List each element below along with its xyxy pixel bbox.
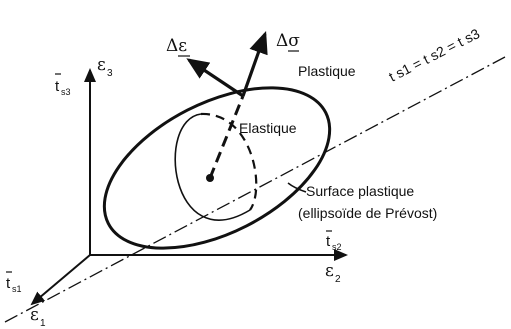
yield-ellipse — [102, 86, 332, 250]
delta-sigma-arrow — [241, 30, 268, 97]
hydrostatic-axis — [4, 56, 506, 323]
delta-sigma-label: Δσ — [276, 31, 300, 51]
elastique-label: Elastique — [239, 120, 297, 136]
axis-eps2-label: ε — [325, 261, 334, 281]
surface-plastique-label: Surface plastique — [306, 183, 414, 199]
delta-epsilon-arrow — [186, 58, 244, 98]
equality-label-group: t s1 = t s2 = t s3 — [386, 25, 482, 85]
ts1-sub: s1 — [12, 284, 22, 294]
delta-epsilon-label: Δε — [166, 36, 187, 56]
cross-section-back — [200, 112, 258, 211]
ts3-sub: s3 — [61, 87, 71, 97]
axis-eps1-sub: 1 — [40, 318, 46, 329]
cross-section-front — [174, 113, 251, 221]
ts2-label: t — [326, 233, 331, 250]
ts2-sub: s2 — [332, 242, 342, 252]
axis-eps3-sub: 3 — [107, 68, 113, 79]
stress-path — [208, 95, 245, 179]
axis-eps1-label: ε — [30, 305, 39, 325]
leader-line — [287, 182, 307, 193]
axis-eps3-label: ε — [97, 55, 106, 75]
plastique-label: Plastique — [298, 63, 356, 79]
ts3-label: t — [55, 78, 60, 95]
axis-eps1-line — [30, 254, 91, 306]
equality-label: t s1 = t s2 = t s3 — [386, 25, 482, 85]
ts1-label: t — [6, 275, 11, 292]
ellipsoide-label: (ellipsoïde de Prévost) — [298, 205, 437, 221]
axis-eps2-sub: 2 — [335, 274, 341, 285]
